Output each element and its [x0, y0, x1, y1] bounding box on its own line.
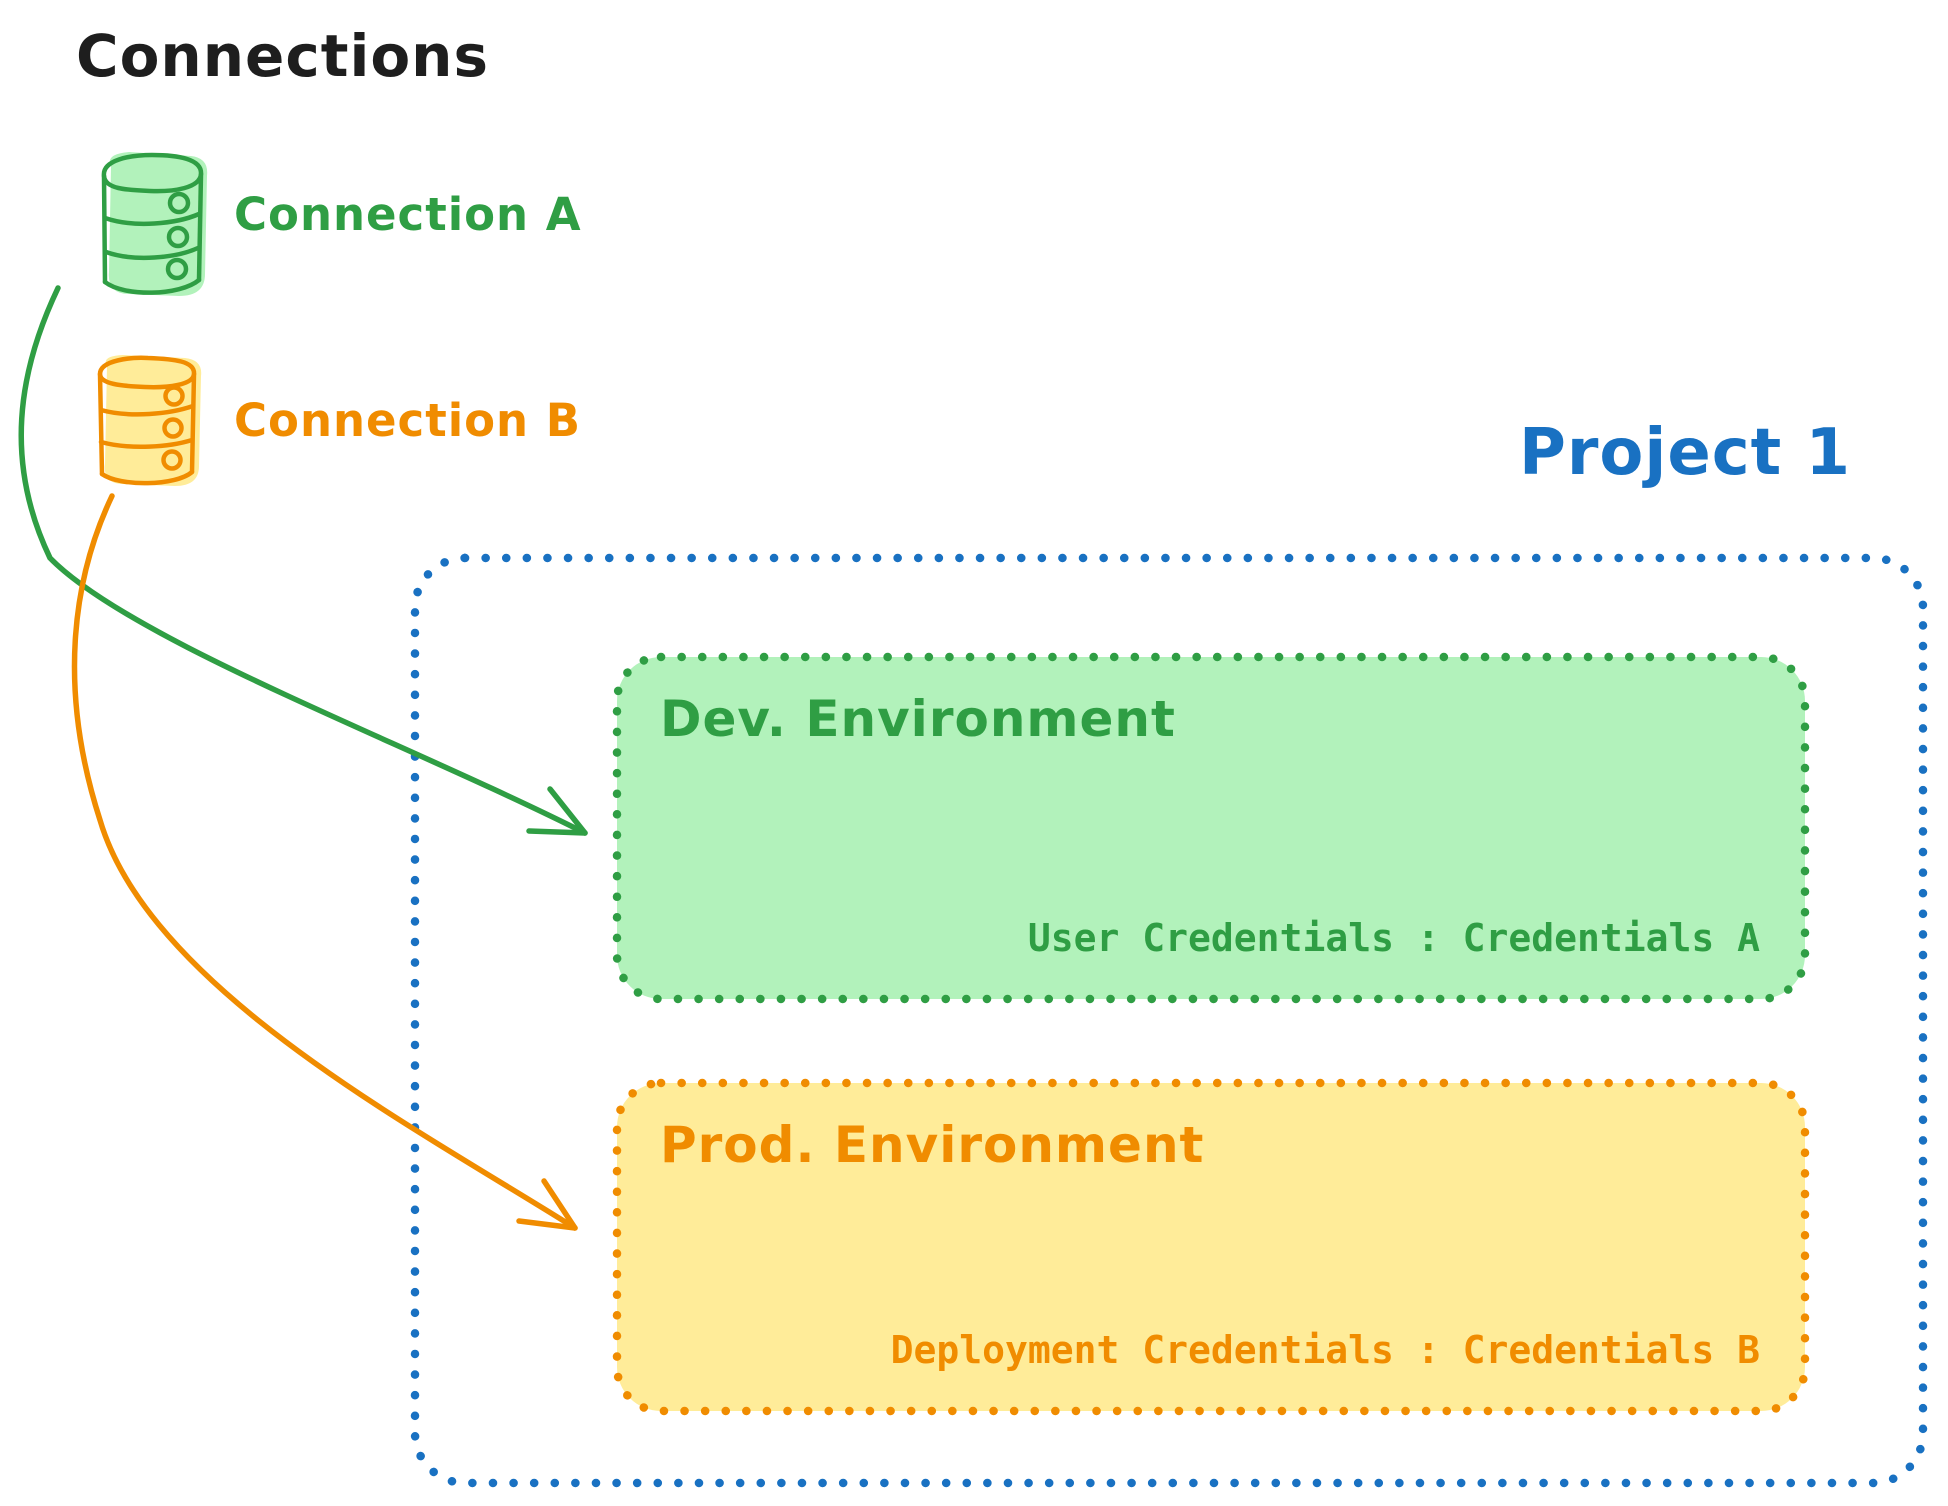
- connection-b-database-icon: [90, 350, 204, 496]
- prod-environment-box: Prod. Environment Deployment Credentials…: [612, 1078, 1810, 1416]
- prod-environment-title: Prod. Environment: [660, 1116, 1205, 1174]
- dev-environment-title: Dev. Environment: [660, 690, 1176, 748]
- project-1-container: Dev. Environment User Credentials : Cred…: [410, 553, 1928, 1488]
- prod-environment-credentials: Deployment Credentials : Credentials B: [890, 1328, 1760, 1372]
- connection-a-database-icon: [92, 146, 212, 306]
- connection-b-label: Connection B: [234, 394, 582, 447]
- dev-environment-box: Dev. Environment User Credentials : Cred…: [612, 652, 1810, 1004]
- dev-environment-credentials: User Credentials : Credentials A: [1027, 916, 1760, 960]
- dev-environment-border: [612, 652, 1810, 1004]
- diagram-title: Connections: [76, 22, 489, 90]
- prod-environment-border: [612, 1078, 1810, 1416]
- connection-a-label: Connection A: [234, 188, 582, 241]
- project-title: Project 1: [1518, 416, 1852, 490]
